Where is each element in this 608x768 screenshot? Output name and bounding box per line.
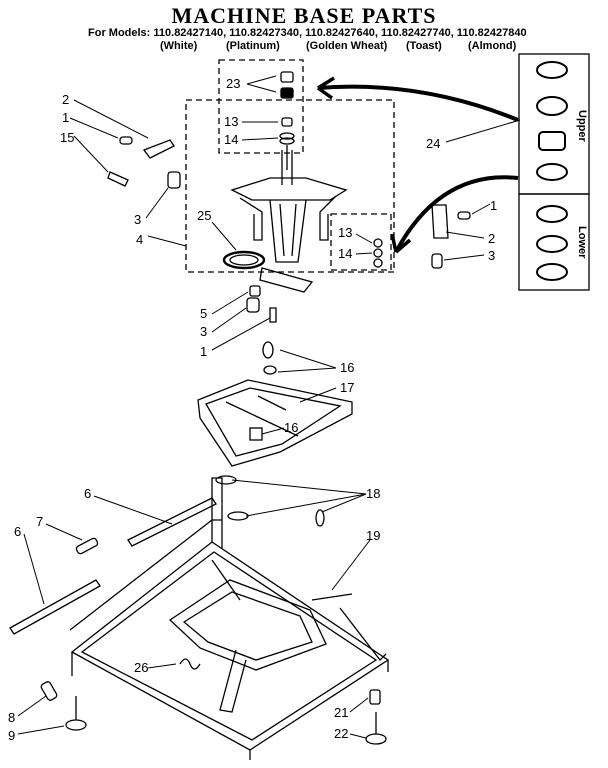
upper-seals: [536, 61, 568, 181]
callout-23: 23: [226, 76, 240, 91]
callout-13-lower: 13: [338, 225, 352, 240]
callout-19: 19: [366, 528, 380, 543]
callout-1-center: 1: [200, 344, 207, 359]
callout-2-left: 2: [62, 92, 69, 107]
callout-6-left: 6: [14, 524, 21, 539]
callout-3-left: 3: [134, 212, 141, 227]
leader-lines: [17, 75, 521, 739]
callout-1-right: 1: [490, 198, 497, 213]
bracket-right: [431, 204, 471, 269]
callout-14-lower: 14: [338, 246, 352, 261]
callout-25: 25: [197, 208, 211, 223]
callout-17: 17: [340, 380, 354, 395]
base-frame: [69, 477, 390, 760]
drive-bracket-part-17: [197, 341, 353, 467]
model-color-golden-wheat: (Golden Wheat): [306, 40, 388, 52]
clip-part-18-c: [315, 509, 325, 527]
model-color-platinum: (Platinum): [226, 40, 280, 52]
seal-stack-upper: [279, 71, 295, 170]
callout-26: 26: [134, 660, 148, 675]
callout-13-upper: 13: [224, 114, 238, 129]
lower-seals: [536, 205, 568, 281]
foot-right: [365, 689, 387, 745]
rail-left-part-6: [9, 579, 101, 635]
callout-18: 18: [366, 486, 380, 501]
rail-upper-part-6: [127, 497, 217, 547]
callout-22: 22: [334, 726, 348, 741]
seal-kit-frame: [218, 59, 304, 154]
callout-9: 9: [8, 728, 15, 743]
callout-6-upper: 6: [84, 486, 91, 501]
spring-part-7: [75, 537, 99, 555]
model-color-toast: (Toast): [406, 40, 442, 52]
arrow-upper-kit: [317, 84, 519, 122]
callout-7: 7: [36, 514, 43, 529]
bolt-set-center: [246, 285, 277, 323]
clip-part-18-b: [227, 511, 249, 521]
callout-3-center: 3: [200, 324, 207, 339]
page-title: MACHINE BASE PARTS: [171, 3, 437, 28]
panel-label-upper: Upper: [576, 110, 588, 143]
callout-16-top: 16: [340, 360, 354, 375]
panel-label-lower: Lower: [576, 226, 588, 259]
model-color-white: (White): [160, 40, 198, 52]
model-color-almond: (Almond): [468, 40, 517, 52]
lower-seal-panel: [518, 193, 590, 291]
bracket-left: [107, 136, 181, 189]
callout-5: 5: [200, 306, 207, 321]
callout-4: 4: [136, 232, 143, 247]
callout-21: 21: [334, 705, 348, 720]
callout-15: 15: [60, 130, 74, 145]
callout-8: 8: [8, 710, 15, 725]
callout-24: 24: [426, 136, 440, 151]
callout-16-bottom: 16: [284, 420, 298, 435]
transmission-spider: [230, 150, 348, 293]
arrow-lower-kit: [394, 175, 519, 253]
clip-part-26: [179, 658, 201, 670]
lower-seal-frame: [330, 213, 392, 271]
foot-left: [40, 681, 87, 731]
callout-3-right: 3: [488, 248, 495, 263]
gearcase-frame: [185, 99, 395, 273]
ring-inner: [229, 254, 259, 266]
callout-2-right: 2: [488, 231, 495, 246]
callout-14-upper: 14: [224, 132, 238, 147]
seal-stack-lower: [373, 238, 383, 268]
models-line: For Models: 110.82427140, 110.82427340, …: [88, 27, 527, 39]
callout-1-left: 1: [62, 110, 69, 125]
ring-part-25: [222, 250, 266, 270]
